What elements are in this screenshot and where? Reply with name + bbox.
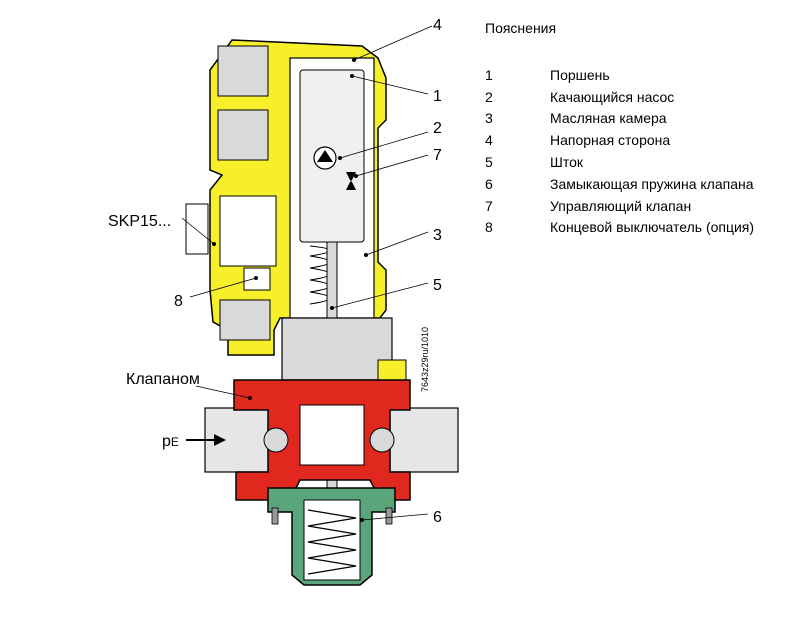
control-valve-symbol — [346, 172, 356, 190]
bonnet — [281, 317, 393, 381]
legend-row: 3 Масляная камера — [485, 108, 754, 130]
pump-arrow — [317, 150, 333, 162]
leader-dot-3 — [364, 253, 368, 257]
legend-num: 5 — [485, 154, 493, 171]
leader-skp — [181, 217, 215, 245]
leader-6 — [361, 513, 429, 521]
port-right — [369, 427, 395, 453]
legend-row: 8 Концевой выключатель (опция) — [485, 217, 754, 239]
bonnet-collar — [377, 359, 407, 383]
legend-row: 5 Шток — [485, 151, 754, 173]
bolt-left — [271, 507, 279, 525]
legend-text: Напорная сторона — [550, 132, 671, 149]
leader-dot-2 — [338, 156, 342, 160]
legend-text: Поршень — [550, 66, 610, 83]
leader-7 — [355, 154, 429, 177]
callout-2: 2 — [433, 120, 442, 137]
legend-text: Управляющий клапан — [550, 197, 692, 214]
leader-lines — [181, 25, 433, 522]
legend-text: Качающийся насос — [550, 88, 675, 105]
callout-8: 8 — [174, 293, 183, 310]
callout-6: 6 — [433, 509, 442, 526]
pipe-right — [389, 407, 459, 473]
leader-5 — [331, 282, 429, 309]
legend-row: 4 Напорная сторона — [485, 129, 754, 151]
leader-dot-6 — [360, 518, 364, 522]
legend-num: 7 — [485, 197, 493, 214]
legend-num: 4 — [485, 132, 493, 149]
legend-text: Масляная камера — [550, 110, 667, 127]
legend-num: 2 — [485, 88, 493, 105]
leader-8 — [189, 277, 257, 298]
leader-3 — [365, 231, 429, 256]
bolt-right — [385, 507, 393, 525]
housing-panel-middle — [217, 109, 269, 161]
spring-housing-inner — [303, 499, 361, 581]
leader-2 — [339, 131, 429, 159]
callout-labels: 4 1 2 7 3 5 6 8 SKP15... Клапаном pE 764… — [108, 17, 442, 526]
valve-seat-channel — [299, 404, 365, 466]
pressure-label: pE — [162, 433, 179, 450]
legend-row: 2 Качающийся насос — [485, 86, 754, 108]
housing-panel-upper — [217, 45, 269, 97]
leader-4 — [353, 25, 433, 61]
callout-7: 7 — [433, 147, 442, 164]
callout-valve: Клапаном — [126, 371, 200, 388]
pressure-arrow-head — [214, 434, 226, 446]
legend-text: Шток — [550, 154, 583, 171]
leader-dot-4 — [352, 58, 356, 62]
closing-spring — [307, 509, 357, 575]
drawing-code: 7643z29ru/1010 — [420, 327, 430, 392]
leader-dot-1 — [350, 74, 354, 78]
leader-dot-valve — [248, 396, 252, 400]
leader-dot-7 — [354, 174, 358, 178]
legend-text: Концевой выключатель (опция) — [550, 219, 755, 236]
housing-panel-lower — [219, 299, 271, 341]
leader-1 — [351, 75, 429, 95]
callout-1: 1 — [433, 88, 442, 105]
skp-connector — [185, 203, 209, 255]
legend-row: 1 Поршень — [485, 64, 754, 86]
legend-num: 1 — [485, 66, 493, 83]
leader-dot-5 — [330, 306, 334, 310]
legend-row: 6 Замыкающая пружина клапана — [485, 173, 754, 195]
callout-skp: SKP15... — [108, 213, 171, 230]
legend-num: 8 — [485, 219, 493, 236]
callout-5: 5 — [433, 277, 442, 294]
legend-num: 6 — [485, 175, 493, 192]
legend-num: 3 — [485, 110, 493, 127]
callout-3: 3 — [433, 227, 442, 244]
skp-box — [219, 195, 277, 267]
legend-text: Замыкающая пружина клапана — [550, 175, 754, 192]
legend-row: 7 Управляющий клапан — [485, 195, 754, 217]
port-left — [263, 427, 289, 453]
leader-dot-8 — [254, 276, 258, 280]
leader-valve — [195, 385, 251, 399]
legend: 1 Поршень 2 Качающийся насос 3 Масляная … — [485, 64, 754, 238]
callout-4: 4 — [433, 17, 442, 34]
leader-dot-skp — [212, 242, 216, 246]
legend-title: Пояснения — [485, 20, 557, 36]
